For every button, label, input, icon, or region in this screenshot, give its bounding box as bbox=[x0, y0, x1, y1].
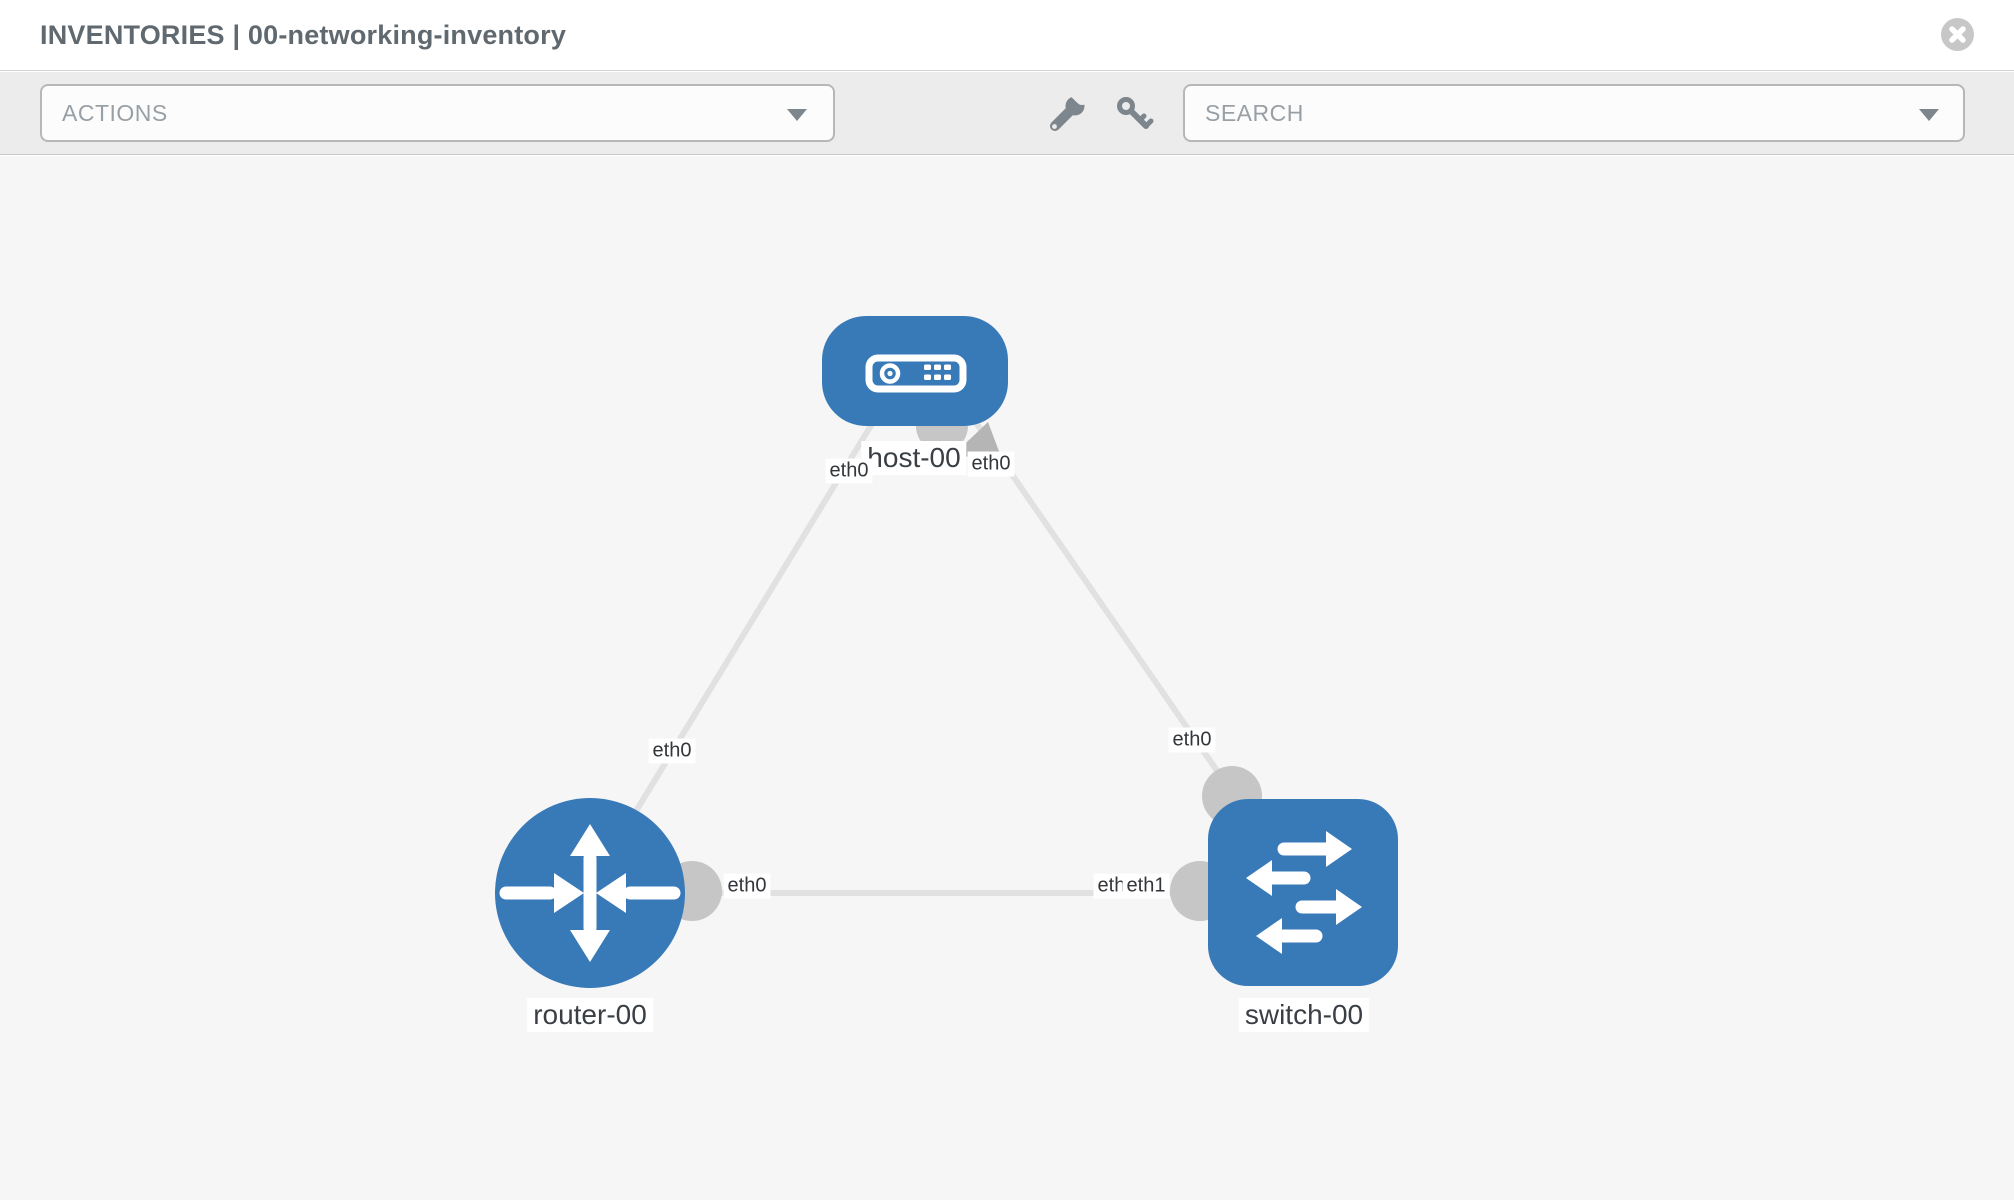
link-host-router[interactable] bbox=[591, 412, 881, 882]
actions-dropdown[interactable]: ACTIONS bbox=[40, 84, 835, 142]
tools-button[interactable] bbox=[1046, 90, 1088, 135]
interface-label-host-eth0-left: eth0 bbox=[825, 458, 873, 484]
close-button[interactable] bbox=[1941, 18, 1974, 51]
breadcrumb-header: INVENTORIES | 00-networking-inventory bbox=[0, 0, 2014, 71]
node-router[interactable] bbox=[495, 798, 685, 988]
node-host[interactable] bbox=[822, 316, 1008, 426]
host-icon bbox=[865, 354, 967, 393]
search-dropdown-label: SEARCH bbox=[1205, 100, 1304, 126]
interface-label-router-eth0-up: eth0 bbox=[648, 738, 696, 764]
node-label-switch: switch-00 bbox=[1238, 998, 1370, 1032]
switch-icon bbox=[1246, 831, 1362, 954]
chevron-down-icon bbox=[1919, 109, 1939, 121]
node-switch[interactable] bbox=[1208, 799, 1398, 986]
key-icon bbox=[1117, 97, 1154, 129]
interface-label-switch-eth0-up: eth0 bbox=[1168, 727, 1216, 753]
interface-label-switch-eth1: eth1 bbox=[1122, 873, 1170, 899]
chevron-down-icon bbox=[787, 109, 807, 121]
router-icon bbox=[499, 824, 681, 962]
interface-label-router-eth0: eth0 bbox=[723, 873, 771, 899]
wrench-icon bbox=[1050, 90, 1088, 131]
node-label-host: host-00 bbox=[861, 441, 967, 475]
topology-canvas[interactable]: host-00 router-00 switch-00 eth0 eth0 et… bbox=[0, 156, 2014, 1200]
node-label-router: router-00 bbox=[527, 998, 653, 1032]
close-icon bbox=[1949, 26, 1966, 43]
search-dropdown[interactable]: SEARCH bbox=[1183, 84, 1965, 142]
credentials-button[interactable] bbox=[1113, 93, 1155, 135]
toolbar: ACTIONS SEARCH bbox=[0, 72, 2014, 155]
actions-dropdown-label: ACTIONS bbox=[62, 100, 168, 126]
page-title: INVENTORIES | 00-networking-inventory bbox=[40, 20, 567, 50]
interface-label-host-eth0-right: eth0 bbox=[967, 451, 1015, 477]
